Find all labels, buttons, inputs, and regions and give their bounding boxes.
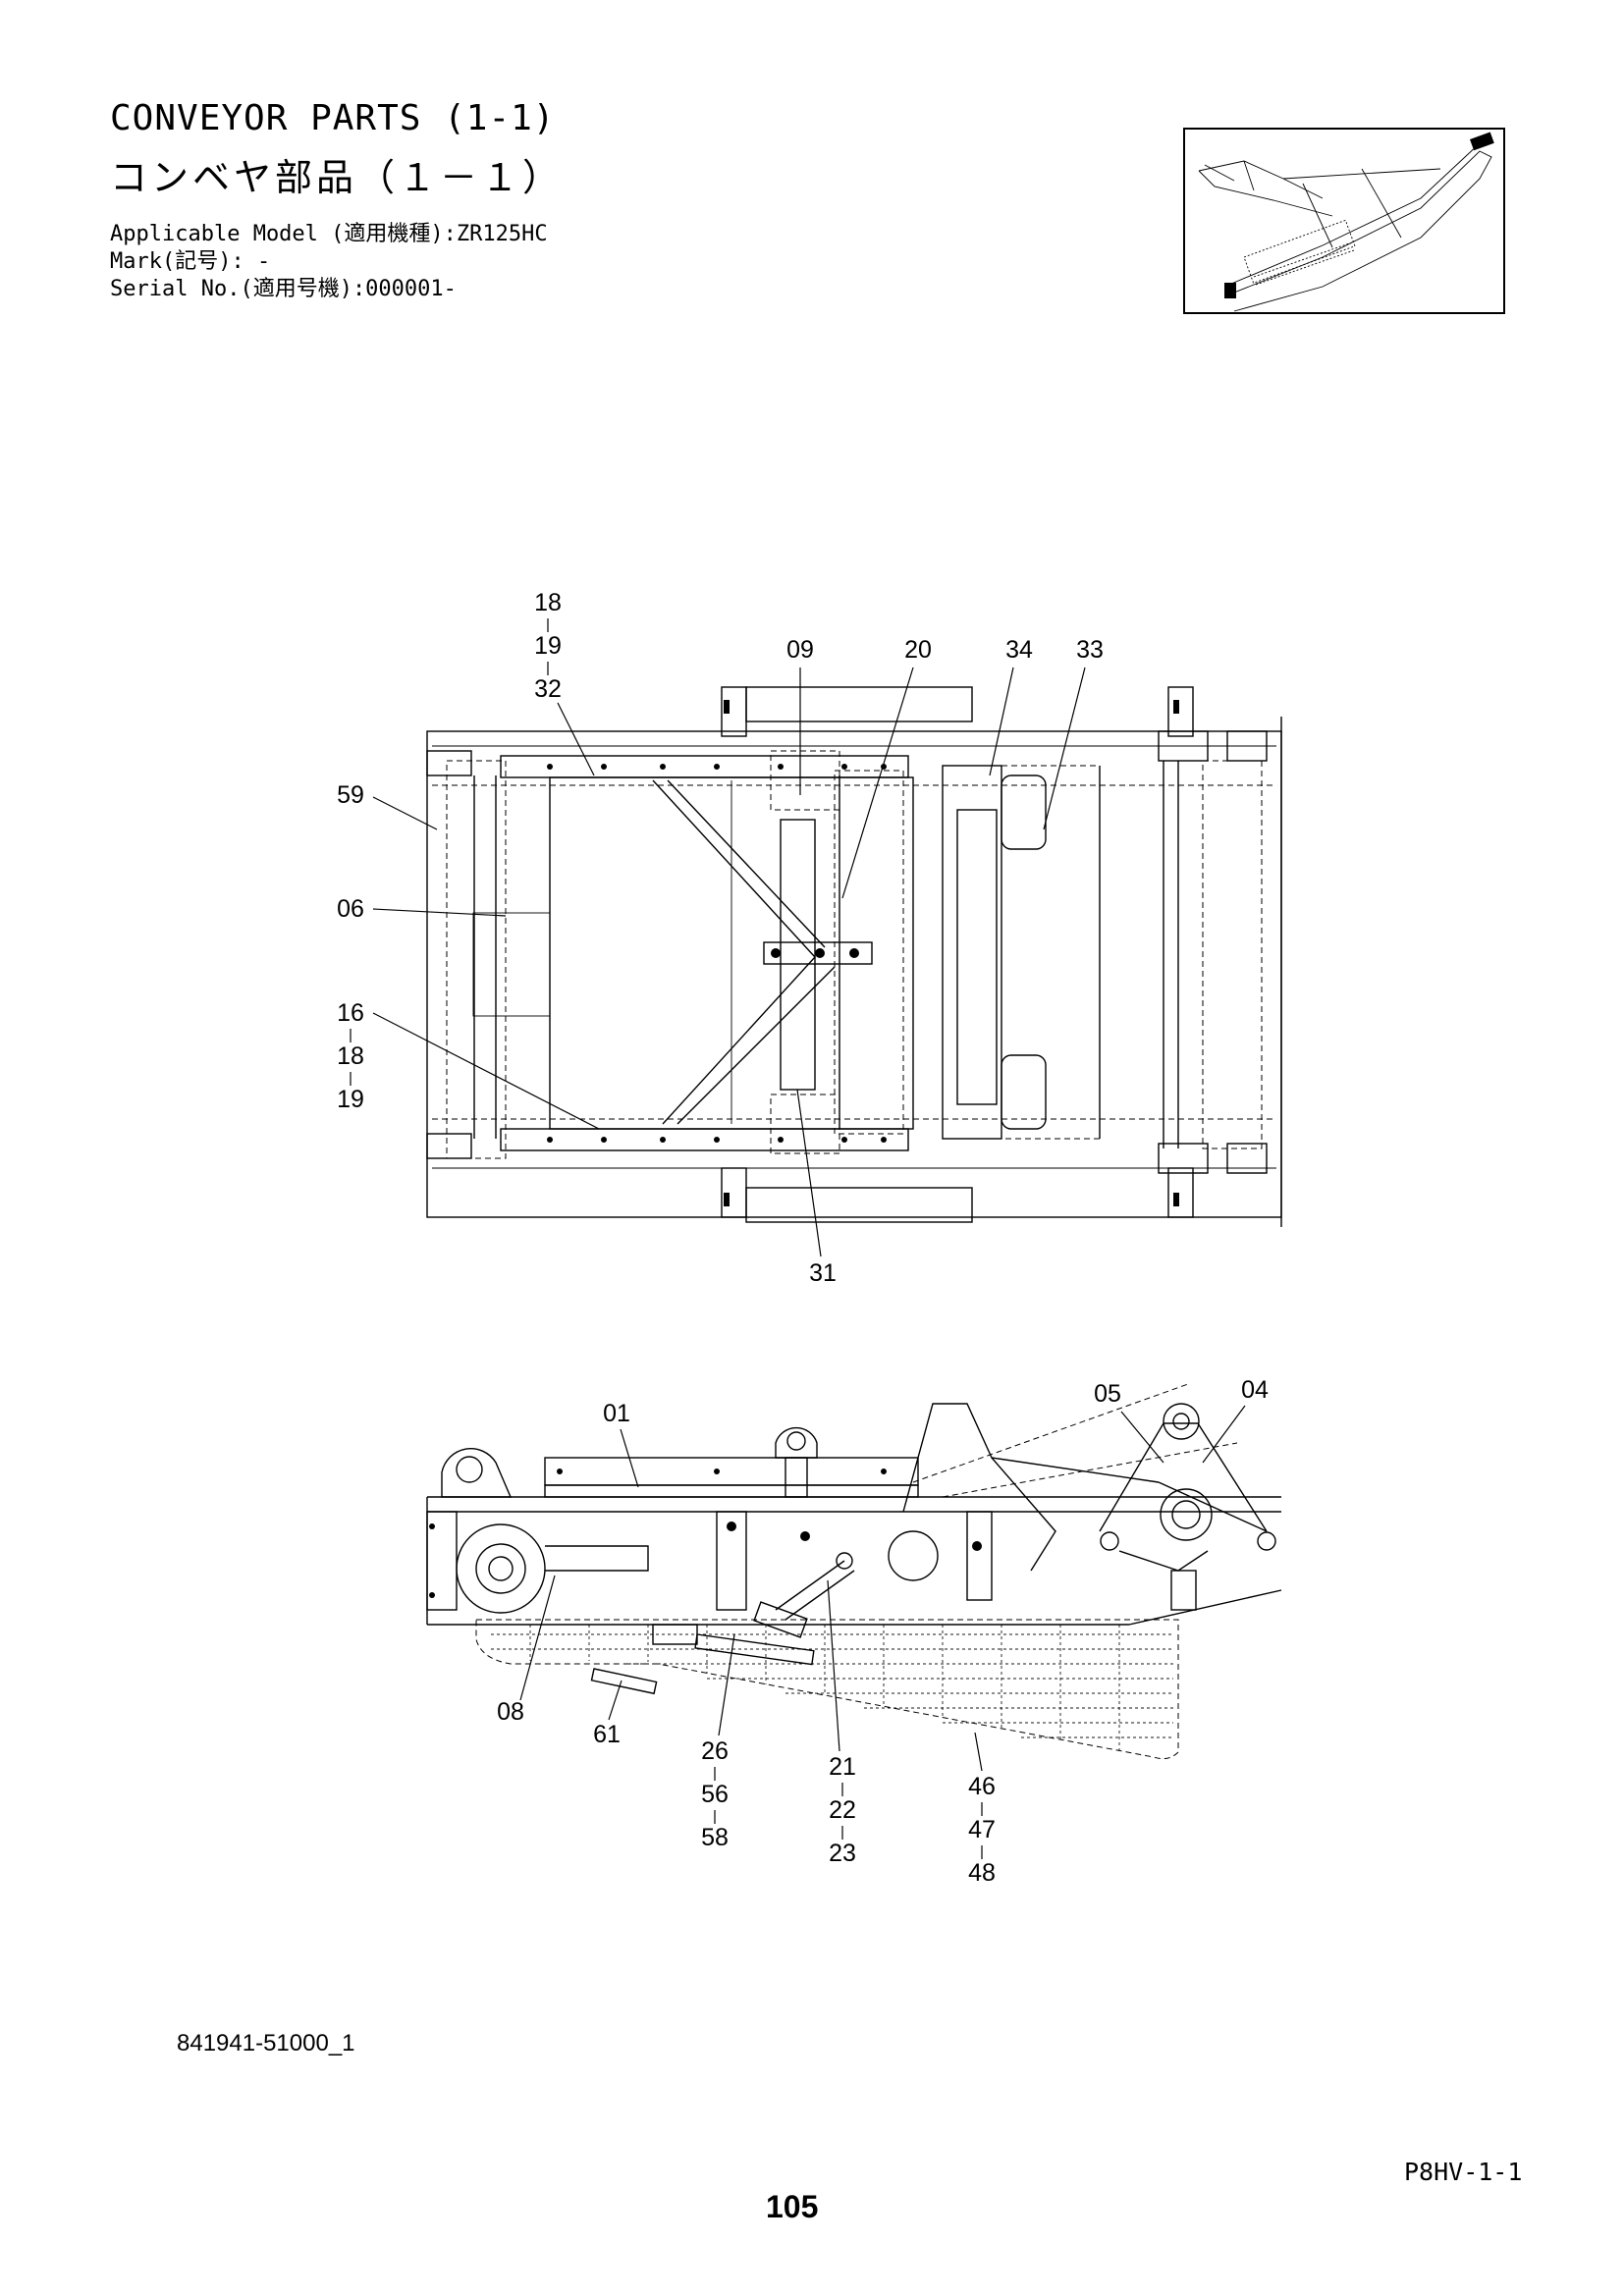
top-view [426,686,1282,1227]
callout-47: 47 [968,1816,996,1843]
title-english: CONVEYOR PARTS (1-1) [110,98,556,138]
callout-33: 33 [1076,636,1104,664]
callout-58: 58 [701,1824,729,1851]
callout-34: 34 [1005,636,1033,664]
top-view-callouts: 18 19 32 09 20 34 33 59 06 16 18 19 31 [337,589,1104,1287]
callout-05: 05 [1094,1380,1121,1408]
callout-16: 16 [337,999,364,1027]
callout-32: 32 [534,675,562,703]
callout-23: 23 [829,1840,856,1867]
callout-18b: 18 [337,1042,364,1070]
callout-19: 19 [534,632,562,660]
callout-21: 21 [829,1753,856,1781]
callout-22: 22 [829,1796,856,1824]
serial-number: Serial No.(適用号機):000001- [110,277,457,301]
callout-09: 09 [786,636,814,664]
callout-08: 08 [497,1698,524,1726]
page-code: P8HV-1-1 [1404,2158,1523,2186]
title-japanese: コンベヤ部品（１－１） [110,156,565,199]
callout-19b: 19 [337,1086,364,1113]
mark: Mark(記号): - [110,249,271,274]
callout-20: 20 [904,636,932,664]
callout-56: 56 [701,1781,729,1808]
key-diagram-thumbnail [1183,128,1505,314]
callout-26: 26 [701,1737,729,1765]
drawing-number: 841941-51000_1 [177,2030,355,2056]
callout-46: 46 [968,1773,996,1800]
page-number: 105 [766,2189,819,2224]
callout-31: 31 [809,1259,837,1287]
callout-18: 18 [534,589,562,616]
callout-06: 06 [337,895,364,923]
callout-61: 61 [593,1721,621,1748]
side-view [426,1383,1282,1760]
callout-48: 48 [968,1859,996,1887]
applicable-model: Applicable Model (適用機種):ZR125HC [110,222,548,246]
callout-59: 59 [337,781,364,809]
side-view-callouts: 01 05 04 08 61 26 56 58 21 22 23 46 47 4… [497,1376,1269,1887]
callout-04: 04 [1241,1376,1269,1404]
callout-01: 01 [603,1400,630,1427]
